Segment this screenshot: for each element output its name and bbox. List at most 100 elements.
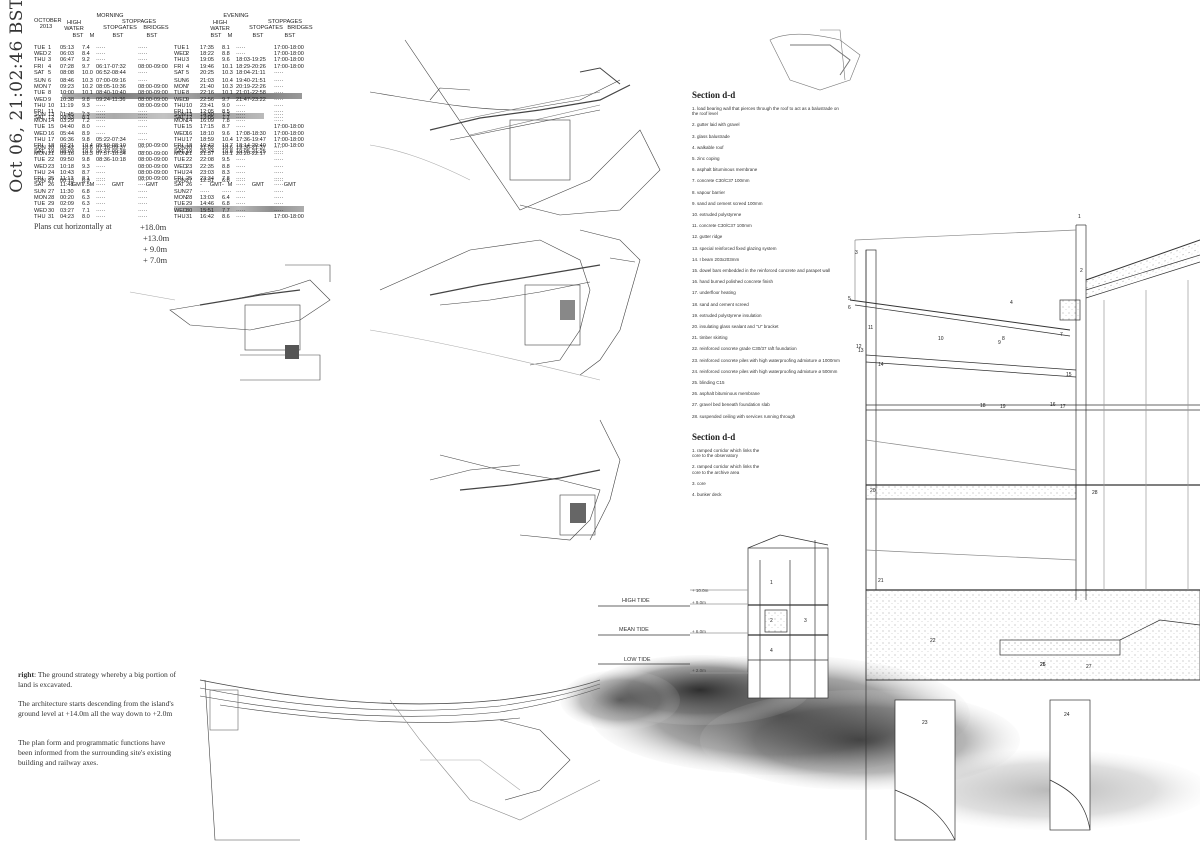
section-legend-item: 10. extruded polystyrene (692, 212, 742, 218)
tide-table-cell: 29 (48, 201, 55, 208)
tide-table-cell: 8.1 (82, 176, 90, 182)
tide-table-cell: SAT (174, 149, 185, 156)
tide-table-cell: 20 (48, 145, 55, 151)
tide-table-cell: 08:00-09:00 (138, 151, 168, 158)
tide-table-cell: 10.6 (222, 145, 233, 151)
bridges-header: BRIDGES (143, 25, 169, 31)
tide-table-cell: 10 (186, 102, 193, 109)
tide-table-cell: 21:37 (200, 151, 214, 158)
tide-table-cell: 20:24 (200, 149, 214, 156)
tide-table-cell: THU (34, 136, 46, 143)
tide-table-cell: 23:41 (200, 102, 214, 109)
tide-table-cell: 19 (48, 149, 55, 156)
tide-table-cell: 13 (186, 112, 193, 118)
tide-table-cell: 22 (186, 157, 193, 164)
tide-table-cell: 23 (48, 163, 55, 170)
tide-table-cell: WED (34, 130, 48, 137)
tide-table-cell: ····· (274, 163, 284, 170)
tide-table-cell: 18:14-20:40 (236, 143, 266, 149)
section-legend-item: 20. insulating glass sealant and "U" bra… (692, 324, 779, 330)
tide-table-cell: 11:30 (60, 189, 74, 195)
col-gmt-6: GMT (283, 182, 297, 188)
tide-table-cell: 21:01-22:58 (236, 90, 266, 97)
tide-table-cell: 17:00-18:00 (274, 124, 304, 131)
tide-table-cell: 8 (186, 90, 190, 97)
tide-table-cell: ····· (236, 213, 246, 220)
section-number: 2 (1080, 268, 1083, 274)
tide-table-cell: 9.6 (222, 130, 230, 137)
tide-table-cell: 10.6 (82, 149, 93, 156)
section-legend2-item: 2. ramped corridor which links the core … (692, 464, 760, 475)
tide-table-cell: ····· (96, 45, 106, 51)
tide-table-cell: 22:35 (200, 163, 214, 170)
tide-table-cell: 19:42 (200, 143, 214, 149)
small-section-number: 3 (804, 618, 807, 624)
section-legend-item: 11. concrete C30/C37 100mm (692, 223, 752, 229)
tide-table-cell: 06:17-07:32 (96, 63, 126, 70)
tide-table-cell: 10.4 (222, 136, 233, 143)
section-legend-item: 19. extruded polystyrene insulation (692, 312, 762, 318)
tide-table-cell: ····· (138, 145, 148, 151)
section-legend-item: 12. gutter ridge (692, 234, 723, 240)
col-gmt-5: GMT (251, 182, 265, 188)
section-number: 18 (980, 403, 986, 409)
tide-table-cell: 9 (186, 96, 190, 103)
tide-table-cell: 10.2 (82, 84, 93, 91)
tide-table-cell: ····· (236, 201, 246, 208)
col-m: M (89, 33, 95, 39)
section-number: 14 (878, 362, 884, 368)
tide-table-cell: 04:23 (60, 213, 74, 220)
tide-table-cell: 9.5 (222, 157, 230, 164)
section-legend-item: 18. sand and cement screed (692, 301, 749, 307)
tide-table-cell: WED (174, 163, 188, 170)
tide-table-cell: TUE (174, 201, 186, 208)
section-number: 4 (1010, 300, 1013, 306)
tide-table-cell: ····· (138, 189, 148, 195)
tide-table-cell: ····· (96, 178, 106, 184)
tide-table-cell: 13:03 (200, 195, 214, 202)
tide-table-cell: ····· (274, 189, 284, 195)
tide-table-cell: 6.8 (82, 189, 90, 195)
tide-table-cell: ····· (236, 176, 246, 182)
highlight-bar (64, 113, 264, 119)
tide-table-cell: 6 (186, 78, 190, 84)
tide-table-cell: 7.8 (222, 118, 230, 125)
tide-table-cell: 00:20 (60, 195, 74, 202)
tide-table-cell: THU (34, 102, 46, 109)
tide-table-cell: 10:18 (60, 163, 74, 170)
section-legend-item: 15. dowel bars embedded in the reinforce… (692, 268, 831, 274)
tide-table-cell: 08:05-10:36 (96, 84, 126, 91)
tide-table-cell: 3 (48, 57, 52, 64)
level-2: + 2.0m (692, 668, 706, 673)
tide-table-cell: 14 (48, 118, 55, 125)
tide-table-cell: 10:38 (60, 96, 74, 103)
tide-table-cell: ····· (96, 57, 106, 64)
tide-table-cell: 18 (48, 143, 55, 149)
tide-table-cell: ····· (274, 118, 284, 125)
stopgates-header: STOPGATES (103, 25, 137, 31)
tide-table-cell: 11:48 (60, 182, 74, 189)
section-number: 13 (858, 348, 864, 354)
tide-table-cell: 17:36-19:47 (236, 136, 266, 143)
tide-table-cell: SUN (34, 178, 46, 184)
tide-table-cell: 08:00-09:00 (138, 96, 168, 103)
tide-table-cell: 27 (48, 178, 55, 184)
tide-table-cell: ····· (274, 182, 284, 189)
tide-table-cell: ····· (222, 189, 232, 195)
tide-table-cell: 10.4 (82, 143, 93, 149)
tide-table-cell: ····· (236, 157, 246, 164)
tide-table-cell: 10.1 (222, 63, 233, 70)
tide-table-cell: 9 (48, 96, 52, 103)
tide-table-cell: THU (174, 213, 186, 220)
tide-table-cell: 10.3 (222, 84, 233, 91)
tide-table-cell: 6.4 (222, 195, 230, 202)
tide-table-cell: 11 (186, 109, 192, 115)
tide-table-cell: 9.2 (82, 57, 90, 64)
